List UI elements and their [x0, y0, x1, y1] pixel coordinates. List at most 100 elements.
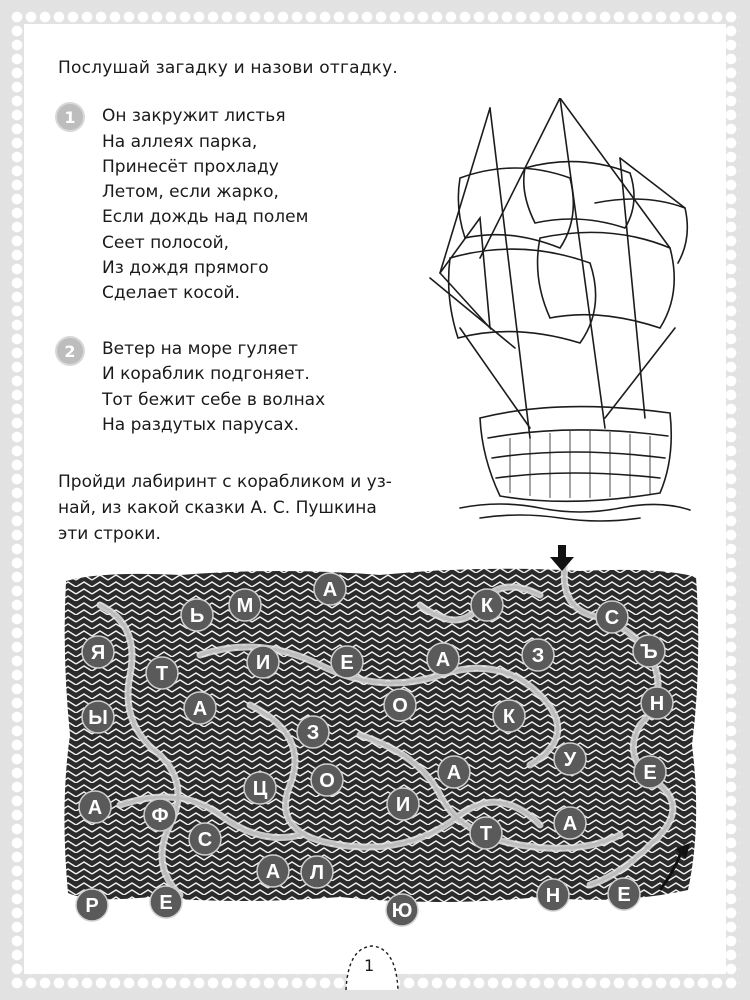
maze-letter: А: [437, 755, 471, 789]
maze-letter: О: [310, 763, 344, 797]
maze-letter-circle: [386, 787, 420, 821]
maze-letter-circle: [143, 798, 177, 832]
maze-letter-circle: [310, 763, 344, 797]
maze-letter-circle: [632, 634, 666, 668]
maze-letter-circle: [536, 878, 570, 912]
maze-letter: Ю: [385, 893, 419, 927]
maze-letter: З: [296, 715, 330, 749]
maze-letter-circle: [383, 688, 417, 722]
maze-letter: Т: [469, 816, 503, 850]
maze-letter-circle: [426, 642, 460, 676]
maze-letter-label: А: [266, 861, 280, 883]
maze-instruction-line: Пройди лабиринт с корабликом и уз-: [58, 472, 392, 492]
maze-exit-arrow: [658, 843, 690, 891]
maze-letter-label: Н: [546, 885, 560, 907]
maze-letter: Ц: [243, 771, 277, 805]
maze-letter-label: О: [392, 695, 408, 717]
maze-letter: Е: [607, 877, 641, 911]
maze-instruction-line: най, из какой сказки А. С. Пушкина: [58, 498, 377, 518]
sailing-ship-illustration: [429, 98, 691, 522]
maze-letter-circle: [437, 755, 471, 789]
maze-letter-circle: [180, 598, 214, 632]
maze-letter-circle: [470, 588, 504, 622]
maze-letter-label: А: [193, 698, 207, 720]
riddle-2-badge: 2: [57, 338, 83, 364]
maze-letter-circle: [145, 656, 179, 690]
maze-letter: С: [188, 822, 222, 856]
maze-letter: Е: [633, 755, 667, 789]
maze-letter-circle: [256, 854, 290, 888]
maze-letter-circle: [313, 572, 347, 606]
riddle-1-line: Принесёт прохладу: [102, 157, 279, 177]
maze-letter-circle: [243, 771, 277, 805]
maze-letter: Ъ: [632, 634, 666, 668]
maze-letter: Я: [81, 635, 115, 669]
maze-letter-label: Е: [643, 762, 656, 784]
maze-letter: Н: [536, 878, 570, 912]
maze-letter-label: Е: [159, 892, 172, 914]
maze-letter: К: [470, 588, 504, 622]
maze-letter-label: У: [564, 749, 577, 771]
maze-letter-label: Ю: [392, 900, 413, 922]
maze-letter-label: Ф: [151, 805, 168, 827]
maze-letter: Е: [149, 885, 183, 919]
maze-entry-arrow: [550, 545, 574, 571]
maze-letter-label: Ы: [88, 707, 108, 729]
maze-letter-circle: [607, 877, 641, 911]
maze-letter-circle: [521, 638, 555, 672]
maze-letter: Е: [330, 645, 364, 679]
maze-letter: А: [553, 806, 587, 840]
riddle-1-line: Летом, если жарко,: [102, 182, 279, 202]
maze-letter-circle: [78, 790, 112, 824]
maze-letter: И: [386, 787, 420, 821]
page-number: 1: [364, 956, 375, 975]
maze-letter: Л: [300, 855, 334, 889]
maze-letter: А: [78, 790, 112, 824]
riddle-1-line: Сделает косой.: [102, 283, 241, 303]
maze-letter-label: А: [323, 579, 337, 601]
instruction-top: Послушай загадку и назови отгадку.: [58, 58, 399, 78]
maze-letter-circle: [183, 691, 217, 725]
maze-instruction-line: эти строки.: [58, 524, 161, 544]
maze-letter: Р: [75, 888, 109, 922]
maze-letter-label: Ъ: [640, 641, 657, 663]
maze-letter: У: [553, 742, 587, 776]
riddle-1-line: Если дождь над полем: [102, 207, 309, 227]
riddle-1-line: Он закружит листья: [102, 106, 286, 126]
maze-letter-circle: [553, 806, 587, 840]
maze-letter: А: [426, 642, 460, 676]
maze-letter-label: С: [605, 607, 619, 629]
maze-letter: Т: [145, 656, 179, 690]
maze-letter-circle: [246, 645, 280, 679]
maze-letter-label: А: [436, 649, 450, 671]
maze-letter-label: А: [88, 797, 102, 819]
maze-letter-label: З: [307, 722, 320, 744]
maze-letter-label: И: [256, 652, 270, 674]
maze-letter-circle: [330, 645, 364, 679]
maze-letter: О: [383, 688, 417, 722]
maze-letter-circle: [300, 855, 334, 889]
maze-letter-circle: [188, 822, 222, 856]
maze-letter-circle: [385, 893, 419, 927]
maze-letter: З: [521, 638, 555, 672]
maze-letter-circle: [633, 755, 667, 789]
maze-letter-label: М: [237, 595, 254, 617]
maze-letter: К: [492, 699, 526, 733]
maze-letter-label: О: [319, 770, 335, 792]
maze-letter-label: Л: [310, 862, 324, 884]
maze-letter-label: З: [532, 645, 545, 667]
page-number-tab: 1: [342, 942, 402, 992]
maze-letter-circle: [595, 600, 629, 634]
maze-letter: А: [313, 572, 347, 606]
maze-letter: А: [183, 691, 217, 725]
riddle-2-line: Тот бежит себе в волнах: [102, 390, 326, 410]
maze-letter: И: [246, 645, 280, 679]
maze-letter-label: С: [198, 829, 212, 851]
maze-letter-label: Т: [156, 663, 168, 685]
maze-letter: А: [256, 854, 290, 888]
maze-letter-label: Я: [91, 642, 105, 664]
maze-letter-label: Е: [340, 652, 353, 674]
maze-letter-label: А: [563, 813, 577, 835]
maze-letter-circle: [81, 635, 115, 669]
maze-letter-circle: [492, 699, 526, 733]
